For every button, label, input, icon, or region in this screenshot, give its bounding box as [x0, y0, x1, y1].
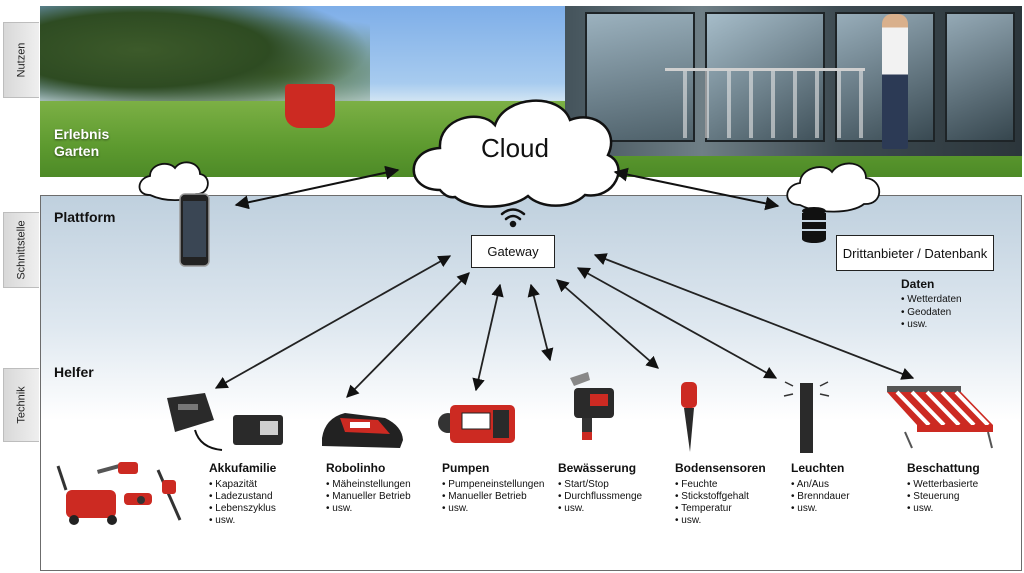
helper-title: Leuchten — [791, 461, 845, 475]
side-tab-technik-label: Technik — [15, 386, 28, 424]
patio-furniture-image — [665, 68, 865, 138]
cloud-label: Cloud — [481, 133, 549, 163]
helper-feature: Kapazität — [209, 479, 329, 491]
side-tab-schnittstelle-label: Schnittstelle — [15, 220, 28, 280]
helper-robolinho: Robolinho Mäheinstellungen Manueller Bet… — [326, 461, 446, 515]
helper-feature: Lebenszyklus — [209, 503, 329, 515]
helper-features: Wetterbasierte Steuerung usw. — [907, 479, 1024, 515]
helper-title: Pumpen — [442, 461, 490, 475]
helper-feature: usw. — [326, 503, 446, 515]
photo-caption-line2: Garten — [54, 143, 100, 159]
helper-feature: usw. — [442, 503, 562, 515]
helpers-title: Helfer — [54, 364, 94, 380]
helper-feature: Feuchte — [675, 479, 795, 491]
data-title: Daten — [901, 277, 935, 291]
helper-feature: Wetterbasierte — [907, 479, 1024, 491]
side-tab-technik: Technik — [3, 368, 39, 442]
photo-caption: Erlebnis Garten — [54, 126, 134, 160]
side-tab-schnittstelle: Schnittstelle — [3, 212, 39, 288]
helper-feature: usw. — [558, 503, 678, 515]
helper-feature: usw. — [675, 515, 795, 527]
helper-feature: usw. — [791, 503, 911, 515]
helper-feature: An/Aus — [791, 479, 911, 491]
third-party-database-box: Drittanbieter / Datenbank — [836, 235, 994, 271]
helper-title: Robolinho — [326, 461, 386, 475]
side-tab-nutzen-label: Nutzen — [15, 42, 28, 78]
helper-feature: Temperatur — [675, 503, 795, 515]
helper-features: Start/Stop Durchflussmenge usw. — [558, 479, 678, 515]
helper-features: Mäheinstellungen Manueller Betrieb usw. — [326, 479, 446, 515]
helper-feature: usw. — [907, 503, 1024, 515]
helper-features: Pumpeneinstellungen Manueller Betrieb us… — [442, 479, 562, 515]
helper-bodensensoren: Bodensensoren Feuchte Stickstoffgehalt T… — [675, 461, 795, 527]
helper-feature: Manueller Betrieb — [326, 491, 446, 503]
helper-feature: Mäheinstellungen — [326, 479, 446, 491]
data-list-item: Geodaten — [901, 307, 962, 320]
helper-title: Bodensensoren — [675, 461, 766, 475]
helper-title: Bewässerung — [558, 461, 637, 475]
helper-feature: Pumpeneinstellungen — [442, 479, 562, 491]
data-list: Wetterdaten Geodaten usw. — [901, 294, 962, 332]
helper-features: An/Aus Brenndauer usw. — [791, 479, 911, 515]
helper-akkufamilie: Akkufamilie Kapazität Ladezustand Lebens… — [209, 461, 329, 527]
helper-beschattung: Beschattung Wetterbasierte Steuerung usw… — [907, 461, 1024, 515]
helper-bewaesserung: Bewässerung Start/Stop Durchflussmenge u… — [558, 461, 678, 515]
platform-title: Plattform — [54, 209, 116, 225]
helper-leuchten: Leuchten An/Aus Brenndauer usw. — [791, 461, 911, 515]
helper-feature: usw. — [209, 515, 329, 527]
photo-caption-line1: Erlebnis — [54, 126, 110, 142]
helper-feature: Manueller Betrieb — [442, 491, 562, 503]
helper-feature: Brenndauer — [791, 491, 911, 503]
window-image — [945, 12, 1015, 142]
helper-features: Kapazität Ladezustand Lebenszyklus usw. — [209, 479, 329, 527]
helper-feature: Steuerung — [907, 491, 1024, 503]
gateway-label: Gateway — [487, 244, 539, 259]
data-list-item: Wetterdaten — [901, 294, 961, 307]
helper-features: Feuchte Stickstoffgehalt Temperatur usw. — [675, 479, 795, 527]
data-list-item: usw. — [901, 319, 962, 332]
gateway-box: Gateway — [471, 235, 555, 268]
person-image — [882, 14, 908, 149]
helper-title: Akkufamilie — [209, 461, 277, 475]
helper-feature: Ladezustand — [209, 491, 329, 503]
helper-feature: Durchflussmenge — [558, 491, 678, 503]
side-tab-nutzen: Nutzen — [3, 22, 39, 98]
red-plant-pot-image — [285, 84, 335, 128]
garden-photo — [40, 6, 1022, 177]
helper-feature: Stickstoffgehalt — [675, 491, 795, 503]
helper-pumpen: Pumpen Pumpeneinstellungen Manueller Bet… — [442, 461, 562, 515]
helper-title: Beschattung — [907, 461, 980, 475]
helper-feature: Start/Stop — [558, 479, 678, 491]
third-party-label: Drittanbieter / Datenbank — [842, 245, 988, 261]
